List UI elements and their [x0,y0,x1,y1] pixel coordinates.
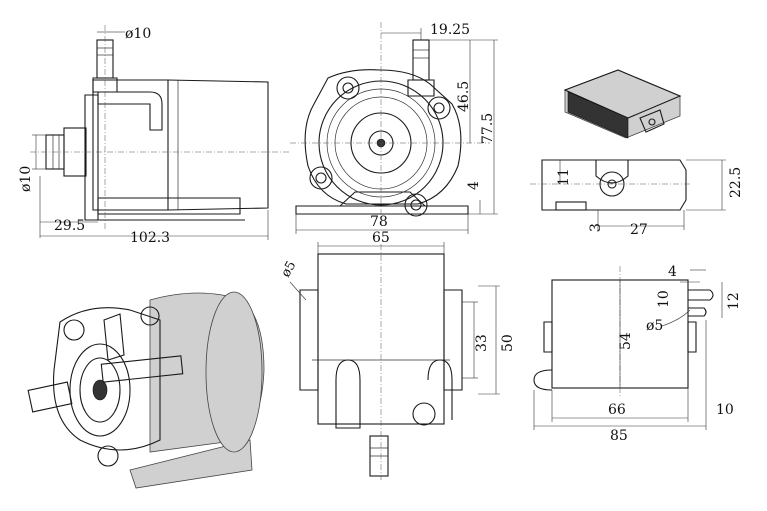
dim-slot-dia-label: ø5 [278,259,299,280]
dim-base-width: 78 [295,214,469,234]
side-view-motor-body [92,79,269,211]
dim-total-length-label: 102.3 [130,230,170,246]
dim-outlet-diameter: ø10 [97,26,151,42]
dim-base-thickness-label: 4 [466,181,482,190]
front-view-base-plate [295,191,469,215]
dim-controller-hole-label: ø5 [646,318,663,334]
dim-controller-edge: 4 [668,264,706,280]
front-view-mount-ears [309,76,451,217]
dim-bottom-width-label: 65 [372,230,390,246]
dim-controller-body-length: 66 [551,388,689,422]
bottom-view: ø5 65 33 50 [278,230,516,480]
side-view-pump-head [84,91,245,221]
dim-controller-total-length: 85 [533,320,707,444]
dim-bottom-base-label: 50 [500,334,516,352]
dim-controller-length-label: 27 [630,222,648,238]
dim-inlet-length: 29.5 [39,176,98,238]
dim-controller-length: 27 [598,210,685,238]
side-view: ø10 ø10 29.5 102.3 [18,25,290,246]
dim-controller-tab: 10 [716,402,734,418]
dim-center-to-outlet-label: 46.5 [456,81,472,112]
dim-total-length: 102.3 [40,210,269,246]
dim-controller-slot-offset: 10 [656,281,700,308]
front-view-housing [304,69,462,206]
dim-controller-body-length-label: 66 [608,402,626,418]
dim-controller-height: 22.5 [686,159,744,211]
dim-total-height-label: 77.5 [480,113,496,144]
dim-center-to-outlet: 46.5 [429,39,474,143]
controller-fins [573,94,623,135]
dim-controller-bottom: 3 [588,210,604,232]
dim-controller-hole: ø5 [646,309,691,334]
dim-outlet-offset: 19.25 [381,22,470,40]
controller-side-view: 22.5 11 3 27 [530,159,744,238]
dim-controller-gap: 11 [556,160,572,186]
dim-slot-diameter: ø5 [278,259,307,301]
controller-iso-view [563,69,682,139]
dim-bottom-slot-length: 33 [462,301,490,379]
dim-controller-bottom-label: 3 [588,223,604,232]
dim-controller-height-label: 22.5 [728,167,744,198]
dim-inlet-length-label: 29.5 [54,218,85,234]
dim-total-height: 77.5 [468,39,498,215]
dim-controller-tab-label: 10 [716,402,734,418]
dim-base-thickness: 4 [466,181,482,214]
dim-controller-top-height: 54 [618,280,634,388]
front-view-outlet-tube [407,39,435,97]
dim-bottom-width: 65 [317,230,445,254]
dim-outlet-dia-label: ø10 [125,26,151,42]
dim-controller-slot-width: 12 [721,282,742,318]
dim-base-width-label: 78 [370,214,388,230]
dim-outlet-offset-label: 19.25 [430,22,470,38]
dim-inlet-dia-label: ø10 [18,166,34,192]
front-view: 19.25 46.5 77.5 4 78 [290,22,498,234]
controller-top-view: 4 10 12 ø5 54 66 85 [533,264,742,444]
dim-bottom-slot-label: 33 [474,334,490,352]
dim-controller-top-height-label: 54 [618,332,634,350]
dim-controller-slot-width-label: 12 [726,292,742,310]
dim-controller-edge-label: 4 [668,264,677,280]
pump-iso-view [27,291,265,489]
dim-controller-gap-label: 11 [556,168,572,186]
dim-bottom-base-length: 50 [478,285,516,395]
dim-inlet-diameter: ø10 [18,134,46,192]
dim-controller-total-length-label: 85 [610,428,628,444]
dim-controller-slot-offset-label: 10 [656,290,672,308]
